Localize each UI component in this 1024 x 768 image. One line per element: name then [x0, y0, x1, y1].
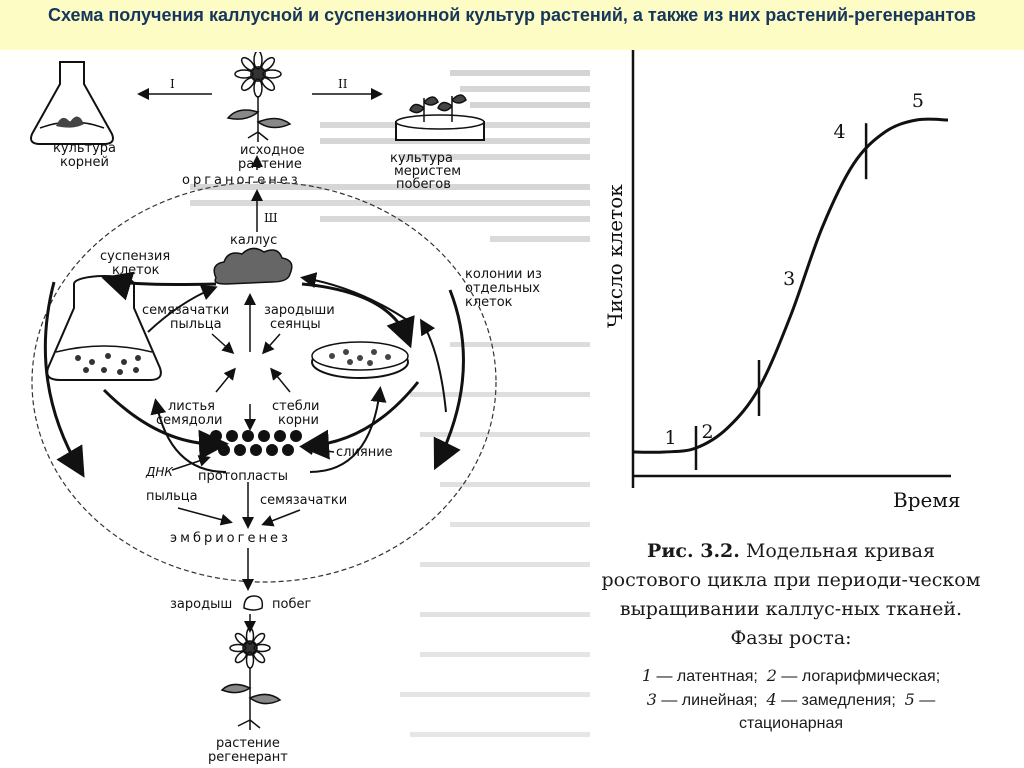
legend-phase-2-name: логарифмическая; [801, 668, 941, 685]
cycle-boundary [31, 181, 497, 583]
legend-line-3: стационарная [598, 712, 984, 735]
phase-label-1: 1 [665, 427, 677, 449]
colonies-dish [311, 341, 409, 379]
growth-curve-line [632, 117, 949, 454]
colonies-label-1: колонии из [465, 267, 542, 282]
caption-text: Модельная кривая ростового цикла при пер… [601, 540, 981, 649]
legend-line-1: 1 — латентная; 2 — логарифмическая; [641, 666, 941, 685]
regenerant-label-2: регенерант [208, 750, 288, 765]
suspension-label-2: клеток [112, 263, 160, 278]
legend-phase-4-name: замедления; [801, 692, 896, 709]
roman-3-label: Ш [264, 211, 278, 225]
legend-phase-3-name: линейная; [681, 692, 758, 709]
source-plant-label-1: исходное [240, 143, 305, 158]
protoplasts-label: протопласты [198, 469, 288, 484]
arrow-seedlings-down [262, 333, 281, 355]
stems-label-2: корни [278, 413, 319, 428]
dna-label: ДНК [145, 465, 173, 479]
legend-phase-1-name: латентная; [676, 668, 758, 685]
arrow-colonies-to-callus [300, 272, 411, 323]
roman-1-label: I [170, 77, 175, 91]
arrow-pollen-to-embryo [177, 507, 233, 526]
fusion-label: слияние [336, 445, 393, 460]
slide-title: Схема получения каллусной и суспензионно… [47, 5, 976, 25]
arrow-suspension-to-protoplasts [102, 388, 229, 460]
source-plant-icon [226, 52, 292, 142]
y-axis-label: Число клеток [603, 184, 627, 328]
arrow-protoplasts-to-colonies [309, 386, 387, 473]
callus-icon [213, 247, 293, 285]
phase-legend: 1 — латентная; 2 — логарифмическая; 3 — … [598, 664, 984, 735]
embryo-icon [243, 595, 264, 611]
legend-phase-5-num: 5 [904, 690, 915, 709]
seedling-embryos-label-2: сеянцы [270, 317, 321, 332]
phase-markers: 1 2 3 4 5 [665, 90, 924, 470]
arrow-fusion-to-protoplasts [301, 443, 335, 456]
phase-label-4: 4 [834, 121, 846, 143]
source-plant-label-2: растение [238, 157, 302, 172]
arrow-left-loop [43, 281, 85, 478]
legend-phase-3-num: 3 [646, 690, 657, 709]
organogenesis-label: органогенез [182, 173, 301, 188]
arrow-right-loop-up [419, 318, 447, 413]
arrow-pollen-mother-down [211, 333, 235, 355]
root-culture-flask [30, 61, 114, 145]
pollen-mother-label-2: пыльца [170, 317, 222, 332]
arrow-protoplasts-to-suspension [150, 398, 227, 473]
pollen-mother-label-1: семязачатки [142, 303, 229, 318]
seedling-embryos-label-1: зародыши [264, 303, 335, 318]
root-culture-label-1: культура [53, 141, 116, 156]
phase-label-5: 5 [912, 90, 924, 112]
meristem-culture-dish [395, 94, 485, 141]
arrow-ovules-to-embryo [261, 509, 301, 527]
title-bar: Схема получения каллусной и суспензионно… [0, 0, 1024, 50]
growth-curve-chart: Время Число клеток 1 2 3 4 5 [603, 50, 961, 512]
arrow-suspension-to-callus [147, 285, 218, 333]
colonies-label-3: клеток [465, 295, 513, 310]
embryogenesis-label: эмбриогенез [170, 531, 291, 546]
legend-phase-2-num: 2 [766, 666, 777, 685]
callus-culture-scheme: культура корней I исходное растение II к… [30, 52, 590, 765]
arrow-callus-to-colonies [301, 282, 415, 349]
legend-phase-4-num: 4 [766, 690, 777, 709]
caption-lead: Рис. 3.2. [647, 540, 740, 562]
shoot-label: побег [272, 597, 311, 612]
meristem-label-2: меристем [394, 164, 461, 179]
protoplasts-icon [210, 430, 302, 456]
arrow-right-loop-down [433, 289, 465, 471]
suspension-label-1: суспензия [100, 249, 170, 264]
arrow-dna-to-protoplasts [171, 455, 211, 471]
legend-phase-5-name: стационарная [738, 715, 844, 732]
arrow-colonies-to-protoplasts [299, 381, 420, 460]
meristem-label-1: культура [390, 151, 453, 166]
figure-caption: Рис. 3.2. Модельная кривая ростового цик… [596, 537, 986, 653]
ovules-label: семязачатки [260, 493, 347, 508]
x-axis-label: Время [893, 488, 961, 512]
arrow-stems-up [270, 367, 291, 393]
regenerant-label-1: растение [216, 736, 280, 751]
colonies-label-2: отдельных [465, 281, 540, 296]
arrow-leaves-up [215, 367, 236, 393]
callus-label: каллус [230, 233, 277, 248]
arrow-callus-to-suspension [101, 271, 217, 301]
meristem-label-3: побегов [396, 177, 451, 192]
roman-2-label: II [338, 77, 348, 91]
suspension-flask [46, 275, 162, 381]
legend-line-2: 3 — линейная; 4 — замедления; 5 — [646, 690, 936, 709]
legend-phase-1-num: 1 [641, 666, 653, 685]
regenerant-plant-icon [220, 627, 282, 730]
root-culture-label-2: корней [60, 155, 109, 170]
stems-label-1: стебли [272, 399, 320, 414]
phase-label-2: 2 [702, 421, 714, 443]
pollen-label: пыльца [146, 489, 198, 504]
leaves-label-1: листья [168, 399, 215, 414]
phase-label-3: 3 [783, 268, 795, 290]
leaves-label-2: семядоли [156, 413, 222, 428]
embryo-label: зародыш [170, 597, 232, 612]
